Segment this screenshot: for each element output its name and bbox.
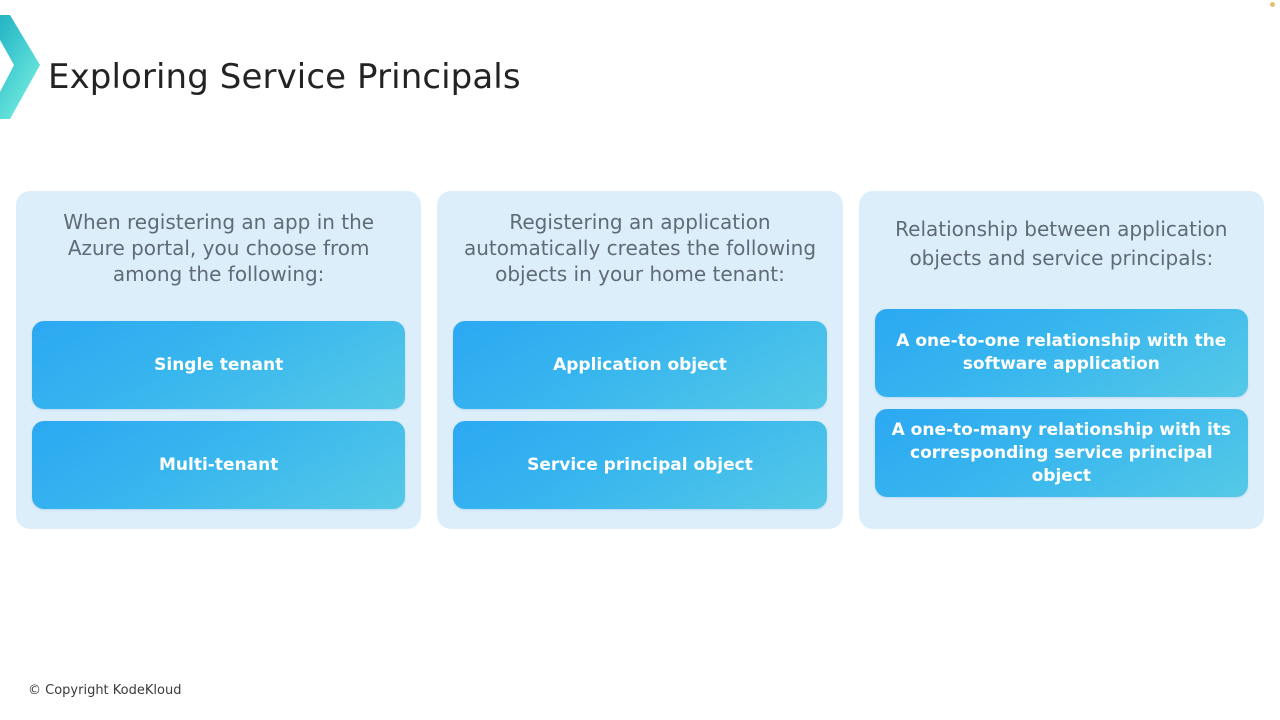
card-item-list: Application object Service principal obj… — [453, 321, 827, 509]
corner-dot-marker — [1270, 2, 1275, 7]
info-card-relationships: Relationship between application objects… — [858, 191, 1264, 529]
card-item-one-to-one-relationship[interactable]: A one-to-one relationship with the softw… — [874, 309, 1248, 397]
card-item-list: A one-to-one relationship with the softw… — [874, 309, 1248, 497]
info-card-registering-options: When registering an app in the Azure por… — [16, 191, 422, 529]
card-heading: When registering an app in the Azure por… — [63, 210, 375, 286]
card-item-application-object[interactable]: Application object — [453, 321, 827, 409]
card-item-one-to-many-relationship[interactable]: A one-to-many relationship with its corr… — [874, 409, 1248, 497]
card-item-multi-tenant[interactable]: Multi-tenant — [32, 421, 406, 509]
card-heading: Registering an application automatically… — [463, 210, 817, 286]
card-item-service-principal-object[interactable]: Service principal object — [453, 421, 827, 509]
page-title: Exploring Service Principals — [48, 57, 521, 97]
chevron-right-icon — [0, 15, 42, 119]
footer-copyright: © Copyright KodeKloud — [28, 683, 182, 698]
card-heading: Relationship between application objects… — [895, 217, 1228, 270]
cards-row: When registering an app in the Azure por… — [16, 191, 1264, 529]
card-item-single-tenant[interactable]: Single tenant — [32, 321, 406, 409]
card-item-list: Single tenant Multi-tenant — [32, 321, 406, 509]
info-card-created-objects: Registering an application automatically… — [437, 191, 843, 529]
page-header: Exploring Service Principals — [0, 0, 1280, 140]
